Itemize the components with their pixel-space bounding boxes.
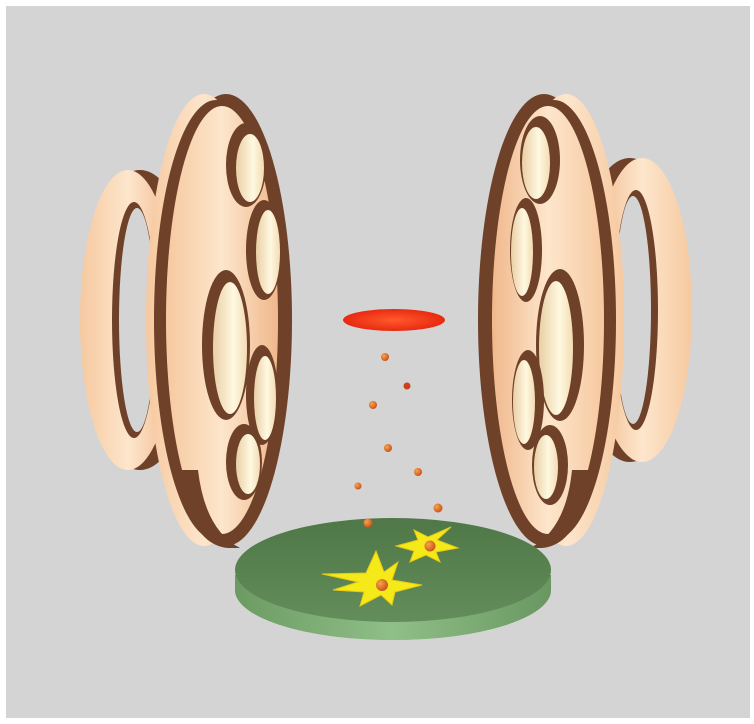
particle (381, 353, 389, 361)
right-front-ring (478, 94, 624, 548)
particle (434, 504, 443, 513)
particle (369, 401, 377, 409)
particle (364, 519, 373, 528)
particle (384, 444, 392, 452)
particle (414, 468, 422, 476)
particle (355, 483, 362, 490)
left-front-ring (146, 94, 292, 548)
impact-core (376, 579, 388, 591)
beam-source-disc (343, 309, 445, 331)
particle (404, 383, 411, 390)
impact-core (425, 541, 436, 552)
target-plate (235, 518, 551, 640)
